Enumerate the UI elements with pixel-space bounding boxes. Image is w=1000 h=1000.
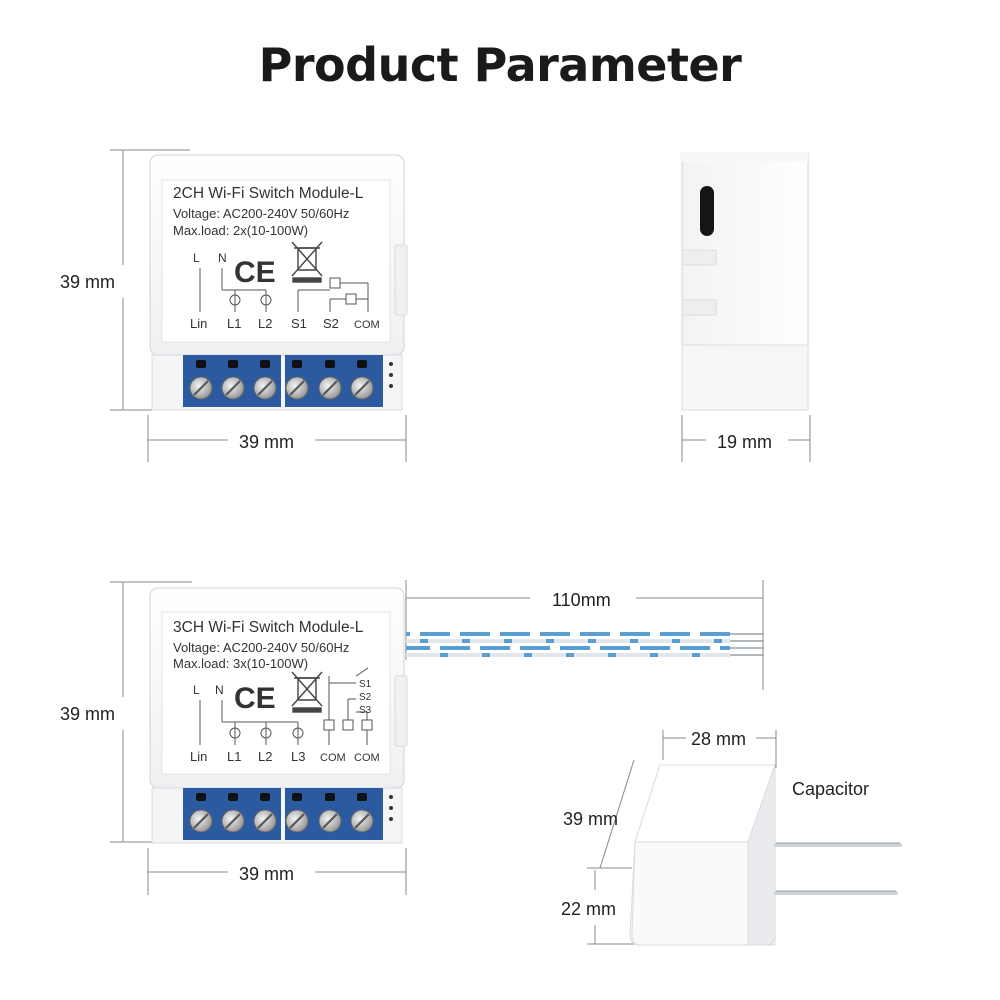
l-symbol-2ch: L [193, 251, 200, 265]
voltage-2ch: Voltage: AC200-240V 50/60Hz [173, 206, 349, 221]
capacitor-depth-dim: 39 mm [563, 809, 618, 829]
capacitor-height-dim: 22 mm [561, 899, 616, 919]
switch-label: S3 [359, 705, 372, 716]
switch-label: S1 [359, 679, 372, 690]
terminal-label: L2 [258, 749, 272, 764]
terminal-label: S2 [323, 316, 339, 331]
capacitor-lead [774, 843, 902, 895]
wire-length-dim: 110mm [552, 590, 611, 610]
module-3ch: 39 mm 39 mm 3CH Wi-Fi Switch Module-L Vo… [60, 580, 764, 895]
width-dim-3ch: 39 mm [239, 864, 294, 884]
height-dim-2ch: 39 mm [60, 272, 115, 292]
n-symbol-3ch: N [215, 683, 224, 697]
terminal-block-2ch [183, 355, 393, 407]
voltage-3ch: Voltage: AC200-240V 50/60Hz [173, 640, 349, 655]
module-name-2ch: 2CH Wi-Fi Switch Module-L [173, 185, 364, 202]
width-dim-2ch: 39 mm [239, 432, 294, 452]
terminal-label: COM [320, 752, 346, 764]
capacitor: 28 mm 39 mm 22 mm Capacitor [561, 729, 902, 946]
terminal-block-3ch [183, 788, 393, 840]
l-symbol-3ch: L [193, 683, 200, 697]
ce-mark-2ch: CE [234, 256, 276, 289]
wiring-schematic-3ch [199, 667, 373, 745]
terminal-label: L3 [291, 749, 305, 764]
terminal-label: L1 [227, 749, 241, 764]
height-dim-3ch: 39 mm [60, 704, 115, 724]
terminal-labels-3ch: Lin L1 L2 L3 COM COM [190, 749, 380, 764]
module-name-3ch: 3CH Wi-Fi Switch Module-L [173, 619, 364, 636]
max-load-2ch: Max.load: 2x(10-100W) [173, 223, 308, 238]
module-side-view: 19 mm [680, 152, 811, 462]
n-symbol-2ch: N [218, 251, 227, 265]
module-2ch: 39 mm 39 mm 2CH Wi-Fi Switch Module-L Vo… [60, 149, 408, 462]
dim-lines-side [681, 415, 811, 462]
page-title: Product Parameter [258, 38, 742, 92]
dim-lines-2ch [110, 149, 407, 462]
ce-mark-3ch: CE [234, 682, 276, 715]
wire-bundle: 110mm [405, 580, 764, 690]
terminal-label: L2 [258, 316, 272, 331]
weee-bin-icon-2ch [291, 241, 323, 283]
switch-label: S2 [359, 692, 372, 703]
depth-dim-side: 19 mm [717, 432, 772, 452]
terminal-label: COM [354, 319, 380, 331]
terminal-labels-2ch: Lin L1 L2 S1 S2 COM [190, 316, 380, 331]
capacitor-label: Capacitor [792, 779, 869, 799]
terminal-label: COM [354, 752, 380, 764]
terminal-label: Lin [190, 749, 207, 764]
weee-bin-icon-3ch [291, 671, 323, 713]
dim-lines-capacitor [587, 730, 777, 945]
terminal-label: Lin [190, 316, 207, 331]
terminal-label: L1 [227, 316, 241, 331]
wiring-schematic-2ch [199, 268, 369, 312]
max-load-3ch: Max.load: 3x(10-100W) [173, 656, 308, 671]
side-button-slot [700, 186, 714, 236]
capacitor-width-dim: 28 mm [691, 729, 746, 749]
terminal-label: S1 [291, 316, 307, 331]
